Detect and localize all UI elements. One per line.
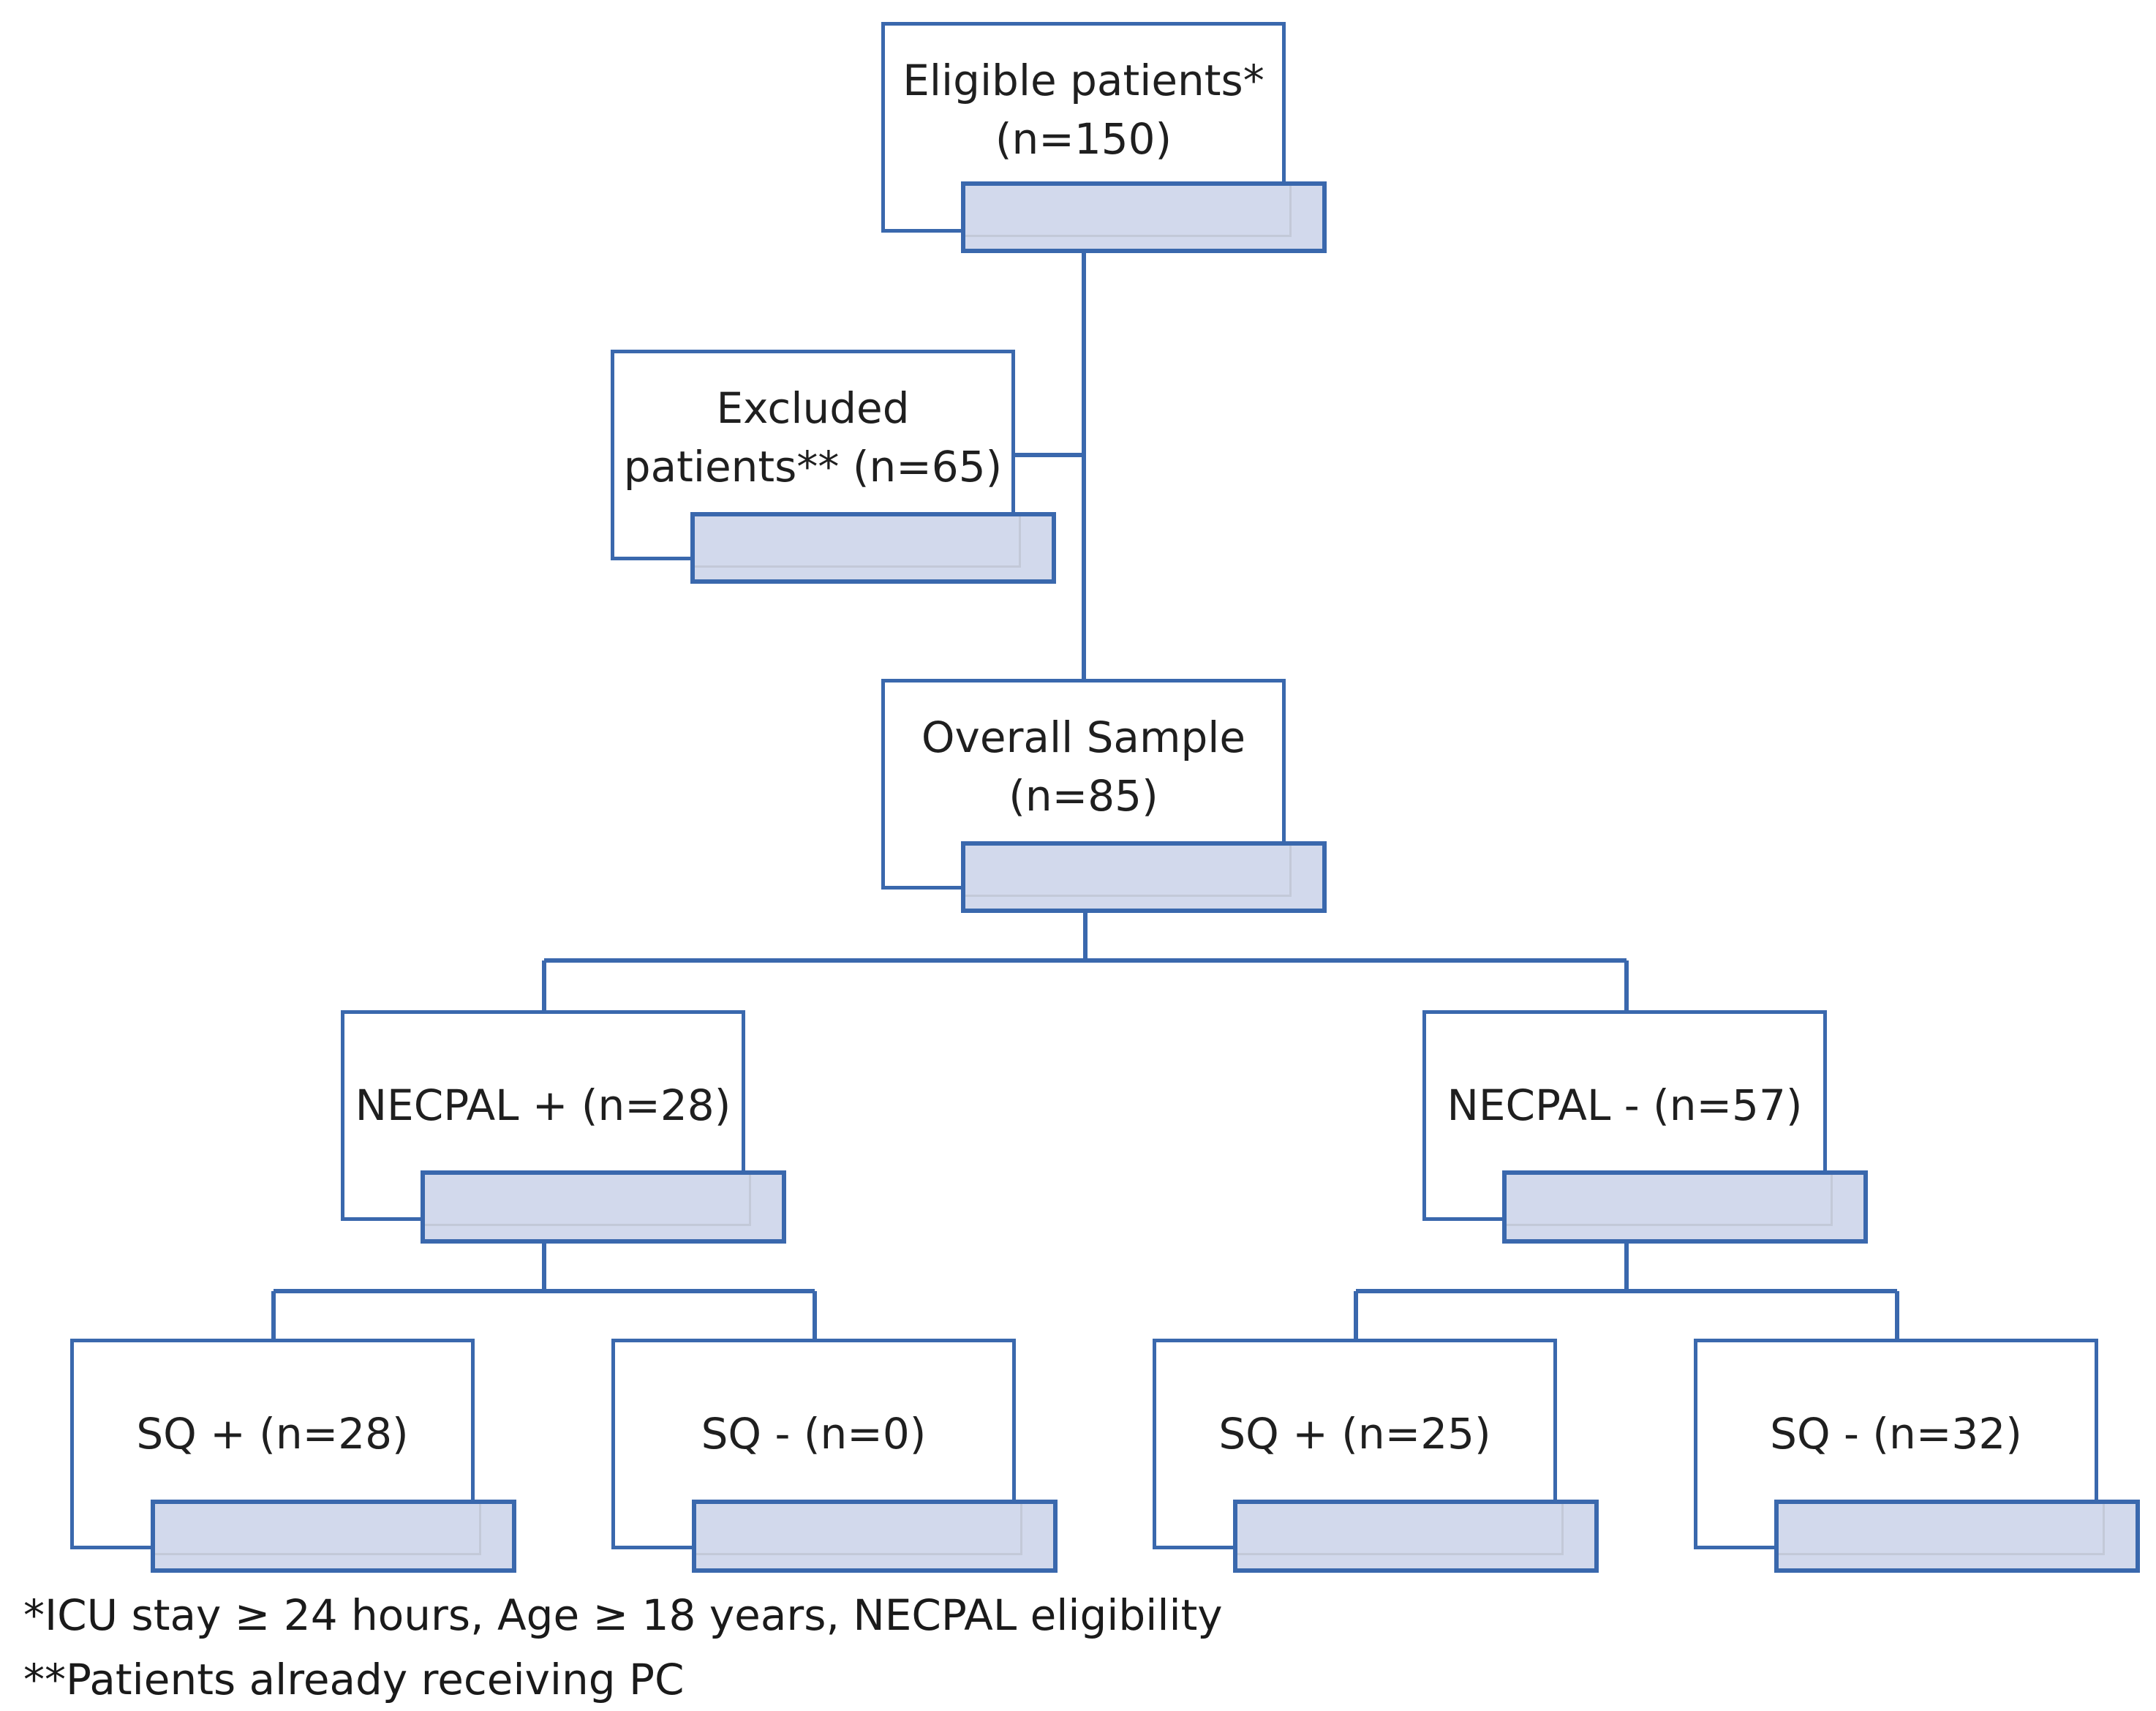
node-excluded-line2: patients** (n=65) [623, 442, 1003, 492]
node-eligible-line2: (n=150) [995, 114, 1172, 164]
node-eligible: Eligible patients* (n=150) [881, 22, 1286, 233]
node-overall-tab [961, 841, 1327, 913]
node-sq-positive-2-label: SQ + (n=25) [1218, 1409, 1491, 1459]
footnote-inclusion-criteria: *ICU stay ≥ 24 hours, Age ≥ 18 years, NE… [23, 1590, 1223, 1640]
node-sq-negative-1-tab [692, 1500, 1058, 1573]
node-necpal-negative-label: NECPAL - (n=57) [1447, 1080, 1803, 1130]
node-eligible-line1: Eligible patients* [902, 56, 1264, 105]
node-overall-line1: Overall Sample [921, 712, 1246, 762]
node-sq-positive-2-tab [1233, 1500, 1599, 1573]
node-excluded-tab [690, 512, 1056, 584]
node-sq-positive-1-label: SQ + (n=28) [136, 1409, 409, 1459]
node-sq-negative-2-tab [1774, 1500, 2140, 1573]
node-overall-line2: (n=85) [1009, 771, 1158, 821]
footnote-exclusion-criteria: **Patients already receiving PC [23, 1655, 685, 1704]
node-sq-negative-1-label: SQ - (n=0) [701, 1409, 927, 1459]
node-sq-negative-2-label: SQ - (n=32) [1770, 1409, 2022, 1459]
node-excluded-line1: Excluded [716, 383, 910, 433]
node-eligible-tab [961, 181, 1327, 253]
node-necpal-positive-tab [421, 1170, 786, 1244]
node-necpal-positive-label: NECPAL + (n=28) [355, 1080, 731, 1130]
node-necpal-negative-tab [1502, 1170, 1868, 1244]
node-sq-positive-1-tab [151, 1500, 516, 1573]
